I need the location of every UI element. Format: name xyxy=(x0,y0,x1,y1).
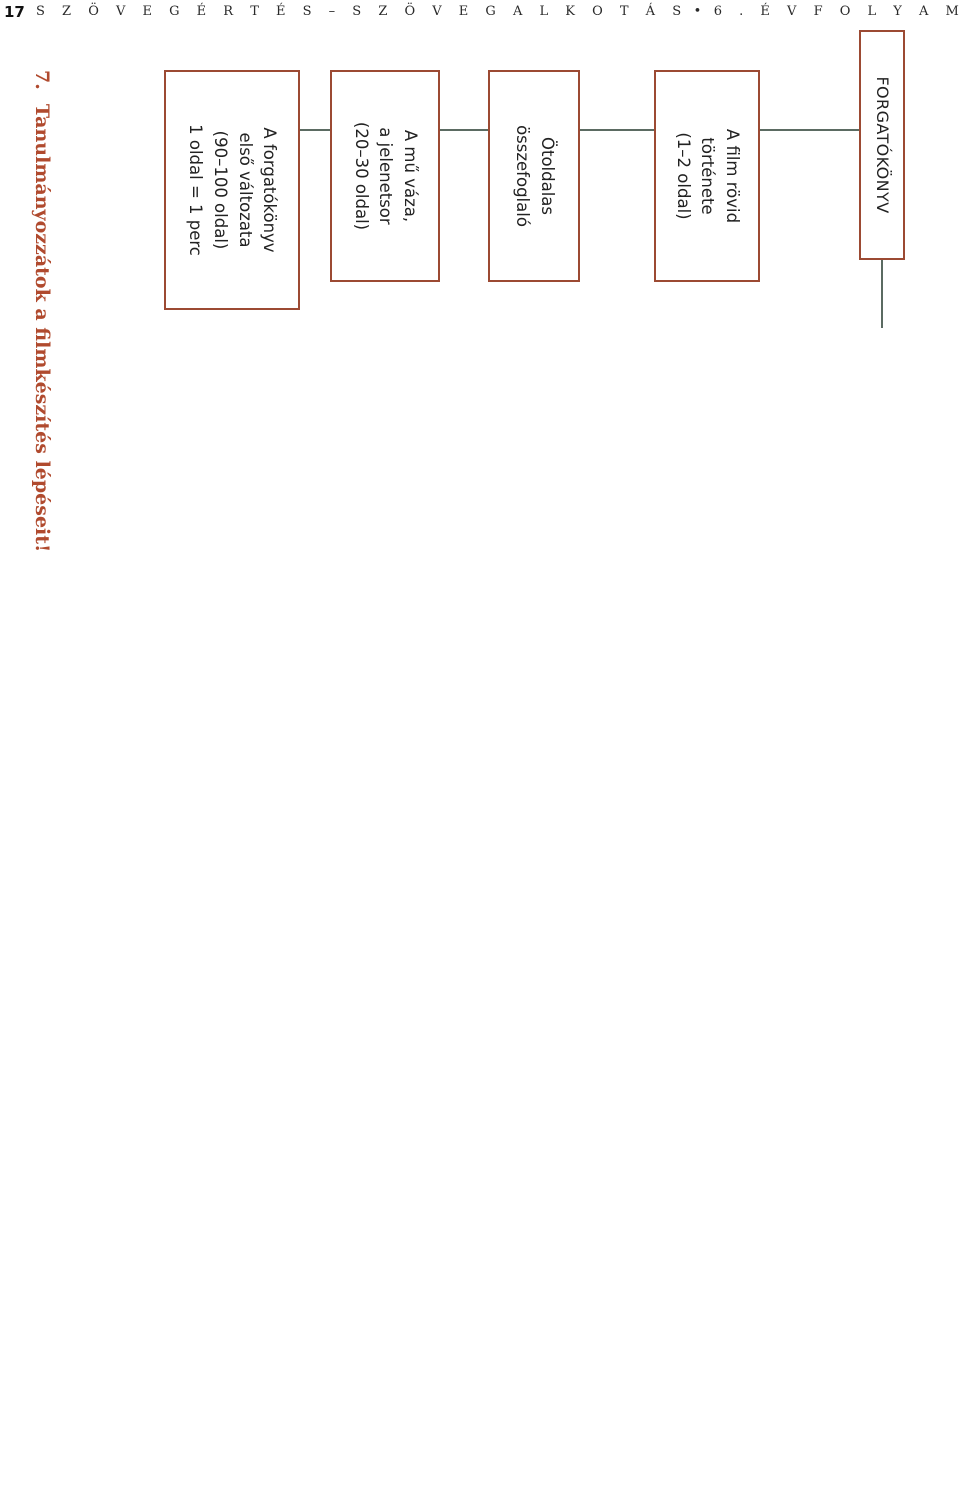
exercise-title-text: Tanulmányozzátok a filmkészítés lépéseit… xyxy=(31,103,53,553)
forgatokonyv-step-2-text: Ötoldalas összefoglaló xyxy=(509,125,559,227)
page-number: 17 xyxy=(4,3,25,21)
box-text-line: összefoglaló xyxy=(513,125,532,227)
heading-forgatokonyv-text: FORGATÓKÖNYV xyxy=(870,76,894,213)
box-text-line: a jelenetsor xyxy=(376,127,396,225)
diagram-stage: 7. Tanulmányozzátok a filmkészítés lépése… xyxy=(0,30,960,1488)
heading-forgatokonyv: FORGATÓKÖNYV xyxy=(859,30,905,260)
running-head: S Z Ö V E G É R T É S – S Z Ö V E G A L … xyxy=(36,4,960,19)
box-text-line: (90–100 oldal) xyxy=(211,130,230,250)
box-text-line: A mű váza, xyxy=(401,129,421,223)
box-text-line: (20–30 oldal) xyxy=(351,121,371,231)
box-text-line: története xyxy=(698,137,718,215)
running-head-right: 6 . É V F O L Y A M xyxy=(713,4,960,19)
box-text-line: Ötoldalas xyxy=(537,136,557,215)
forgatokonyv-step-2: Ötoldalas összefoglaló xyxy=(488,70,580,282)
box-text-line: A film rövid xyxy=(723,128,743,224)
forgatokonyv-step-3-text: A mű váza,a jelenetsor(20–30 oldal) xyxy=(348,122,422,230)
running-head-left: S Z Ö V E G É R T É S – S Z Ö V E G A L … xyxy=(36,4,688,19)
film-production-flowchart: 7. Tanulmányozzátok a filmkészítés lépése… xyxy=(0,30,960,1488)
running-head-separator: • xyxy=(693,4,708,19)
connector-lines xyxy=(300,129,883,328)
box-text-line: FORGATÓKÖNYV xyxy=(873,76,892,214)
box-text-line: első változata xyxy=(235,132,255,248)
page-header: 17 S Z Ö V E G É R T É S – S Z Ö V E G A… xyxy=(0,0,960,26)
box-text-line: 1 oldal = 1 perc xyxy=(186,124,206,256)
box-text-line: A forgatókönyv xyxy=(260,127,280,253)
exercise-number: 7. xyxy=(31,70,53,90)
exercise-title: 7. Tanulmányozzátok a filmkészítés lépése… xyxy=(31,70,53,552)
box-text-line: (1–2 oldal) xyxy=(673,132,693,220)
forgatokonyv-step-3: A mű váza,a jelenetsor(20–30 oldal) xyxy=(330,70,440,282)
